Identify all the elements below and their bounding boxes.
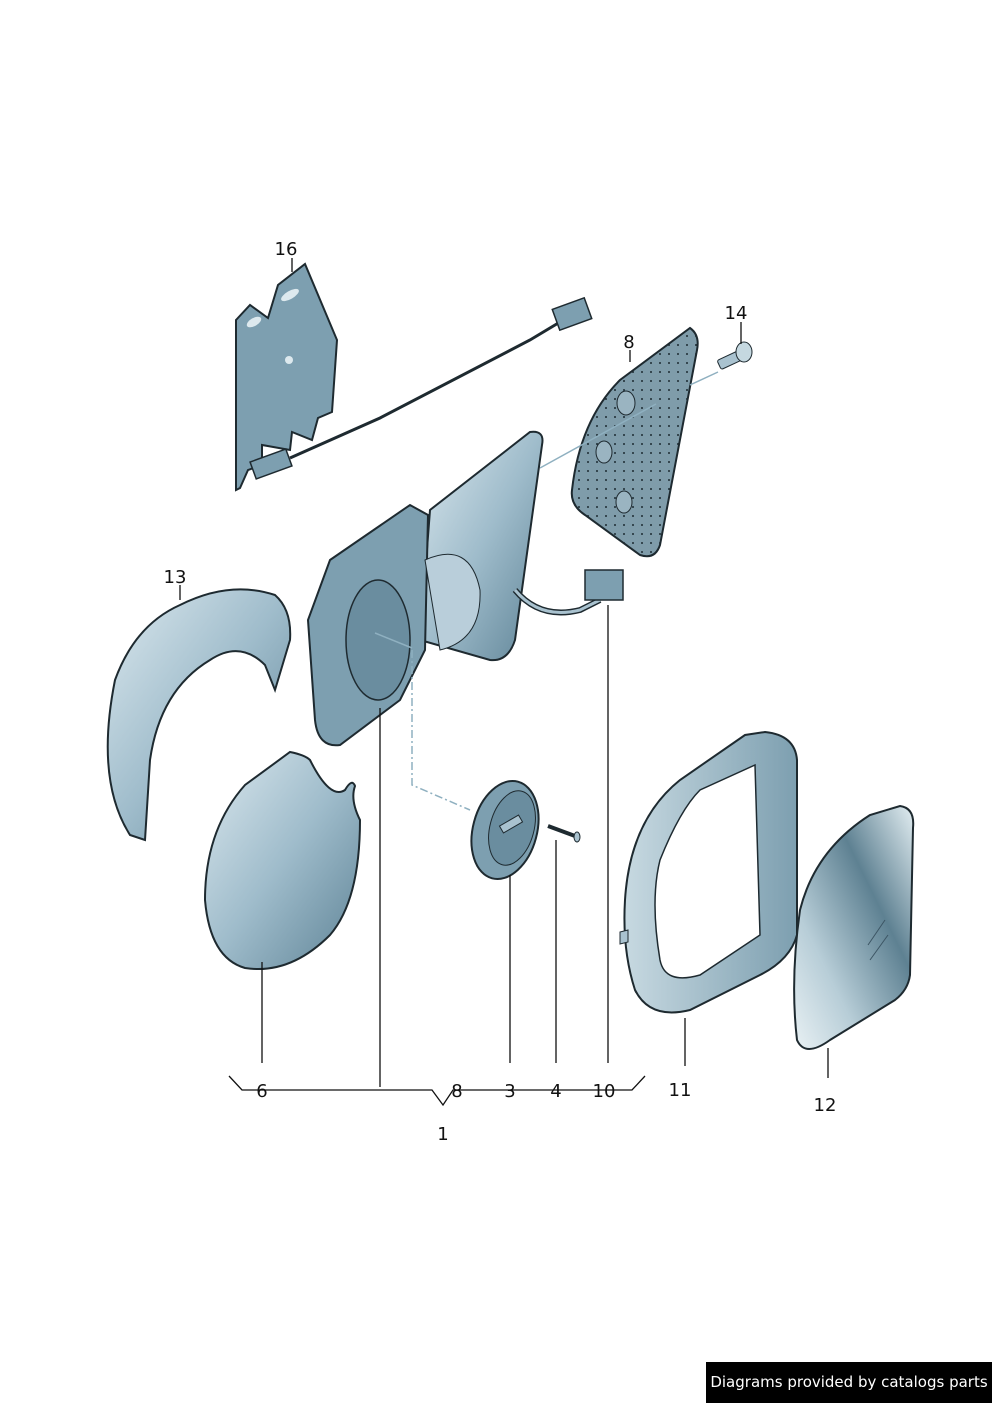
callout-14: 14 xyxy=(724,303,748,324)
leader-lines xyxy=(179,258,829,1107)
screw-part-14 xyxy=(689,341,753,386)
mirror-frame-part-11 xyxy=(619,730,798,1014)
callout-12: 12 xyxy=(813,1095,837,1116)
mirror-glass-part-12 xyxy=(793,804,915,1050)
callout-11: 11 xyxy=(668,1080,692,1101)
mirror-housing-bracket xyxy=(306,430,624,811)
callout-8-base-plate: 8 xyxy=(623,332,635,353)
heater-mat-part-16 xyxy=(235,262,593,492)
callout-3: 3 xyxy=(504,1081,516,1102)
cap-cover-part-13 xyxy=(106,588,292,842)
callout-16: 16 xyxy=(274,239,298,260)
credit-badge: Diagrams provided by catalogs parts xyxy=(706,1362,992,1403)
callout-13: 13 xyxy=(163,567,187,588)
screw-part-4 xyxy=(547,824,581,843)
base-plate-part-8 xyxy=(539,326,699,558)
callout-10: 10 xyxy=(592,1081,616,1102)
callout-8-assembly: 8 xyxy=(451,1081,463,1102)
callout-6: 6 xyxy=(256,1081,268,1102)
callout-4: 4 xyxy=(550,1081,562,1102)
callout-1: 1 xyxy=(437,1124,449,1145)
adjustment-motor-part-3 xyxy=(470,779,540,881)
lower-housing-part-6 xyxy=(203,750,362,970)
